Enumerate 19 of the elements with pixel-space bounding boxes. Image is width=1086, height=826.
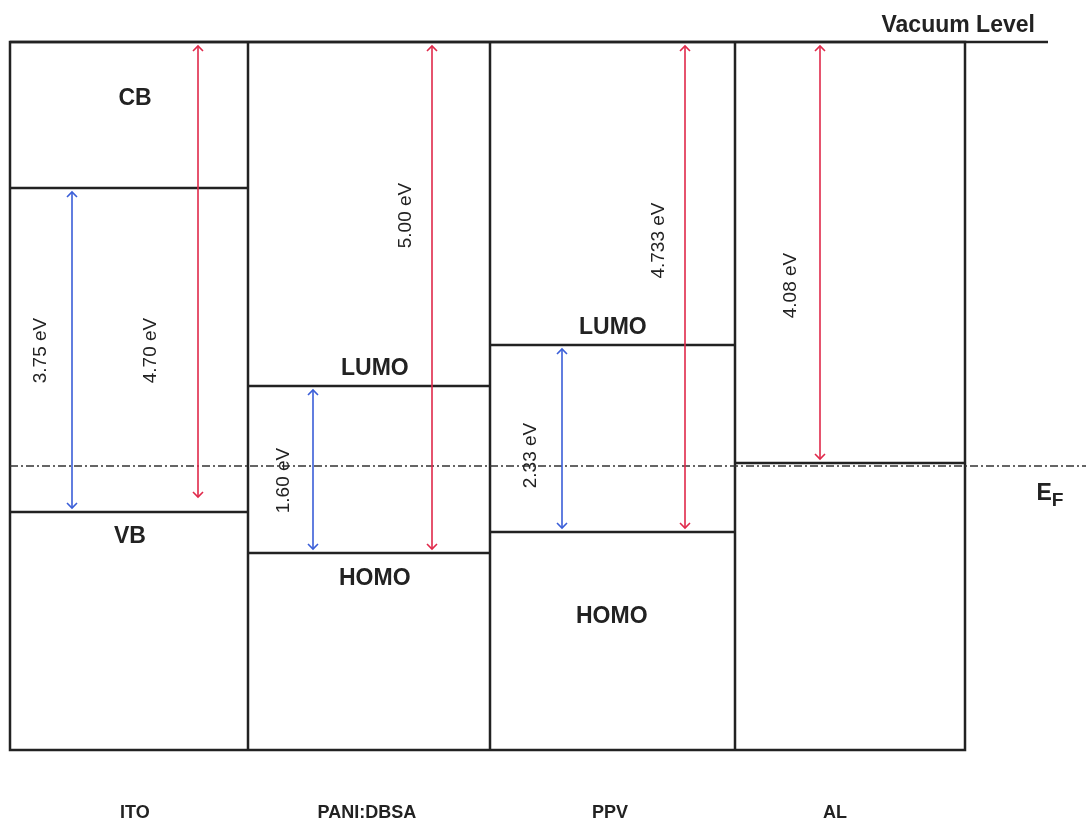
material-label: PANI:DBSA: [317, 803, 417, 821]
level-label: E$_{F}$: [1036, 481, 1064, 509]
material-label: AL: [823, 803, 847, 821]
band-label: HOMO: [576, 603, 648, 627]
level-label: Vacuum Level: [881, 12, 1035, 36]
energy-value: 4.733 eV: [647, 201, 667, 279]
band-label: CB: [118, 85, 152, 109]
energy-value: 5.00 eV: [395, 182, 415, 248]
energy-value: 3.75 eV: [30, 317, 50, 383]
band-label: VB: [114, 523, 146, 547]
energy-value: 2.33 eV: [520, 422, 540, 488]
energy-value: 4.08 eV: [780, 252, 800, 318]
energy-value: 1.60 eV: [273, 447, 293, 513]
material-label: ITO: [120, 803, 150, 821]
band-label: HOMO: [339, 565, 411, 589]
material-label: PPV: [592, 803, 629, 821]
band-label: LUMO: [341, 355, 409, 379]
band-label: LUMO: [579, 314, 647, 338]
energy-value: 4.70 eV: [140, 317, 160, 383]
